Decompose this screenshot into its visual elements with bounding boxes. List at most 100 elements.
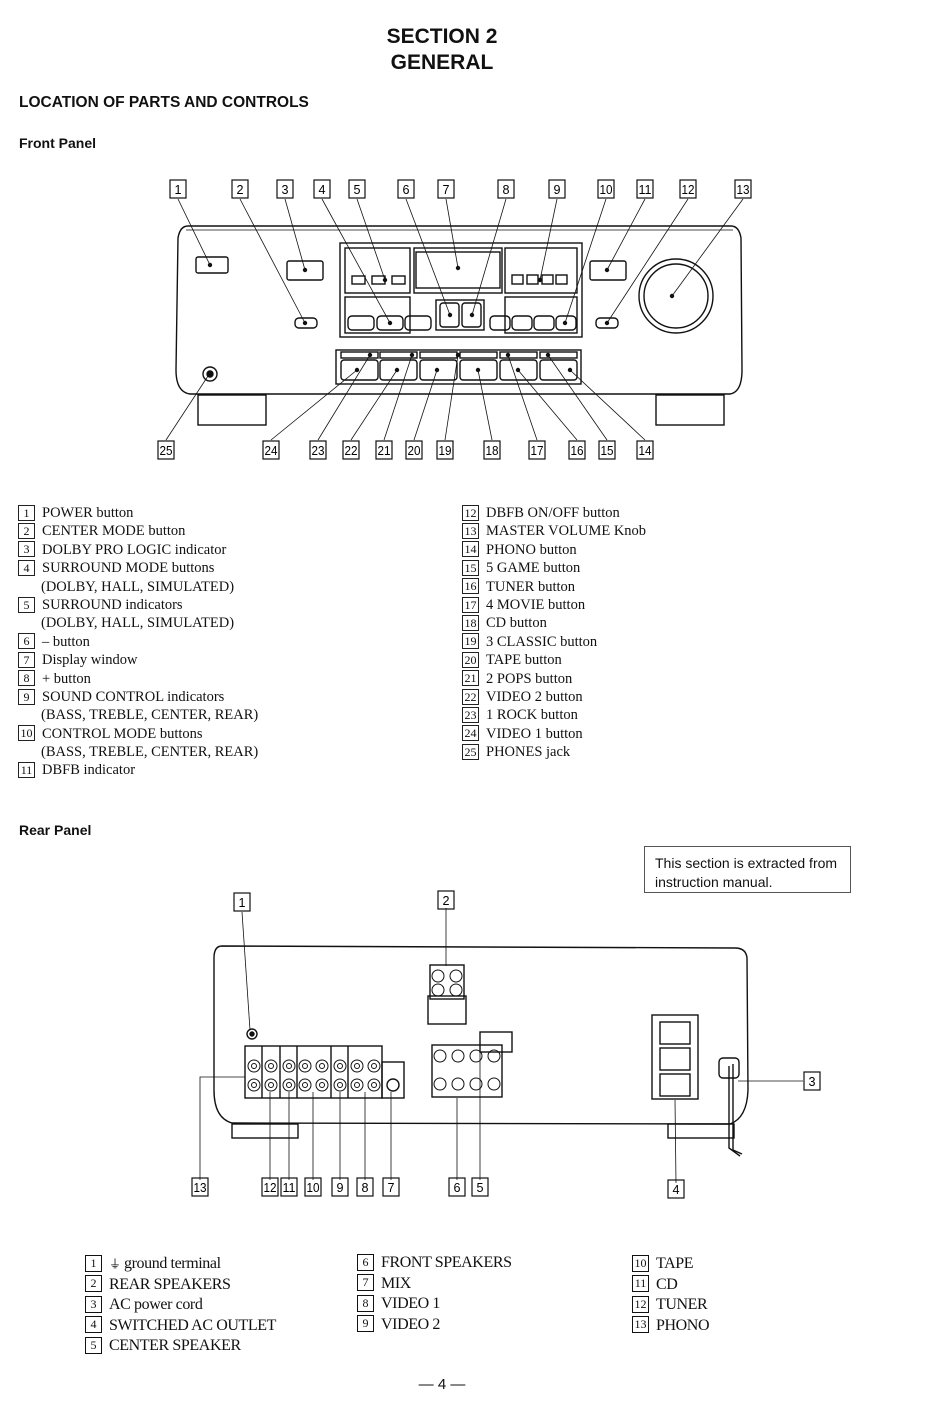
front-callout-4: 4 (313, 179, 331, 199)
ground-icon: ⏚ (109, 1257, 125, 1271)
legend-number: 4 (85, 1316, 102, 1334)
legend-item: 22 VIDEO 2 button (462, 688, 646, 706)
front-panel-title: Front Panel (19, 135, 97, 151)
legend-text: MASTER VOLUME Knob (486, 523, 647, 540)
rear-callout-10: 10 (304, 1177, 322, 1197)
legend-number: 3 (85, 1295, 102, 1313)
speaker-terminal (433, 1077, 447, 1091)
legend-text: SWITCHED AC OUTLET (109, 1316, 277, 1334)
front-callout-18: 18 (483, 440, 501, 460)
front-callout-6: 6 (397, 179, 415, 199)
legend-text: VIDEO 1 (381, 1295, 440, 1312)
svg-text:19: 19 (439, 443, 452, 458)
speaker-terminal (451, 1049, 465, 1063)
legend-text: 1 ROCK button (486, 707, 578, 724)
legend-number: 13 (632, 1316, 649, 1334)
svg-text:2: 2 (443, 893, 450, 908)
legend-text: VIDEO 2 button (486, 688, 583, 705)
legend-text: 2 POPS button (486, 670, 573, 687)
legend-item: 13 PHONO (632, 1316, 710, 1337)
svg-text:7: 7 (443, 182, 450, 197)
svg-text:7: 7 (388, 1180, 395, 1195)
legend-item: (DOLBY, HALL, SIMULATED) (18, 578, 258, 596)
rca-jack (264, 1078, 278, 1092)
front-callout-13: 13 (734, 179, 752, 199)
speaker-terminal (449, 969, 463, 983)
legend-item: (DOLBY, HALL, SIMULATED) (18, 614, 258, 632)
legend-number: 3 (18, 541, 35, 558)
legend-text: SURROUND MODE buttons (42, 560, 215, 577)
legend-text: PHONO button (486, 541, 577, 558)
svg-text:8: 8 (503, 182, 510, 197)
section-title: GENERAL (390, 51, 494, 74)
legend-text: Display window (42, 652, 138, 669)
rca-jack (247, 1078, 261, 1092)
legend-text: PHONO (656, 1316, 710, 1334)
speaker-terminal (487, 1049, 501, 1063)
legend-number: 22 (462, 688, 479, 705)
page-heading: LOCATION OF PARTS AND CONTROLS (19, 94, 309, 111)
legend-text: VIDEO 2 (381, 1315, 440, 1333)
rear-callout-1: 1 (233, 892, 251, 912)
legend-text: CENTER SPEAKER (109, 1337, 241, 1354)
extract-note: This section is extracted from instructi… (644, 846, 851, 893)
front-callout-7: 7 (437, 179, 455, 199)
legend-number: 6 (18, 633, 35, 650)
legend-item: 1⏚ ground terminal (85, 1254, 276, 1275)
front-callout-23: 23 (309, 440, 327, 460)
legend-item: 23 1 ROCK button (462, 706, 646, 724)
legend-number: 2 (18, 523, 35, 540)
legend-text: SOUND CONTROL indicators (42, 688, 225, 705)
front-callout-15: 15 (598, 440, 616, 460)
svg-text:5: 5 (354, 182, 361, 197)
front-callout-16: 16 (568, 440, 586, 460)
svg-text:14: 14 (639, 443, 652, 458)
svg-text:10: 10 (307, 1180, 320, 1195)
legend-number: 2 (85, 1275, 102, 1293)
speaker-terminal (433, 1049, 447, 1063)
speaker-terminal (469, 1077, 483, 1091)
rear-callout-13: 13 (191, 1177, 209, 1197)
rca-jack (333, 1078, 347, 1092)
rear-callout-3: 3 (803, 1071, 821, 1091)
legend-number: 1 (18, 504, 35, 521)
svg-text:1: 1 (175, 182, 182, 197)
rca-jack (350, 1078, 364, 1092)
rear-callout-5: 5 (471, 1177, 489, 1197)
legend-number: 11 (18, 762, 35, 779)
svg-text:3: 3 (282, 182, 289, 197)
svg-text:17: 17 (531, 443, 544, 458)
front-callout-14: 14 (636, 440, 654, 460)
legend-number: 1 (85, 1254, 102, 1272)
legend-text: VIDEO 1 button (486, 725, 583, 742)
legend-number: 5 (18, 596, 35, 613)
rear-panel-title: Rear Panel (19, 822, 92, 838)
svg-text:2: 2 (237, 182, 244, 197)
legend-number: 16 (462, 578, 479, 595)
legend-number: 23 (462, 706, 479, 723)
front-callout-17: 17 (528, 440, 546, 460)
rca-jack (298, 1059, 312, 1073)
legend-number: 21 (462, 670, 479, 687)
legend-number: 11 (632, 1275, 649, 1293)
legend-item: 8+ button (18, 670, 258, 688)
rca-jack (315, 1059, 329, 1073)
legend-number: 10 (18, 725, 35, 742)
